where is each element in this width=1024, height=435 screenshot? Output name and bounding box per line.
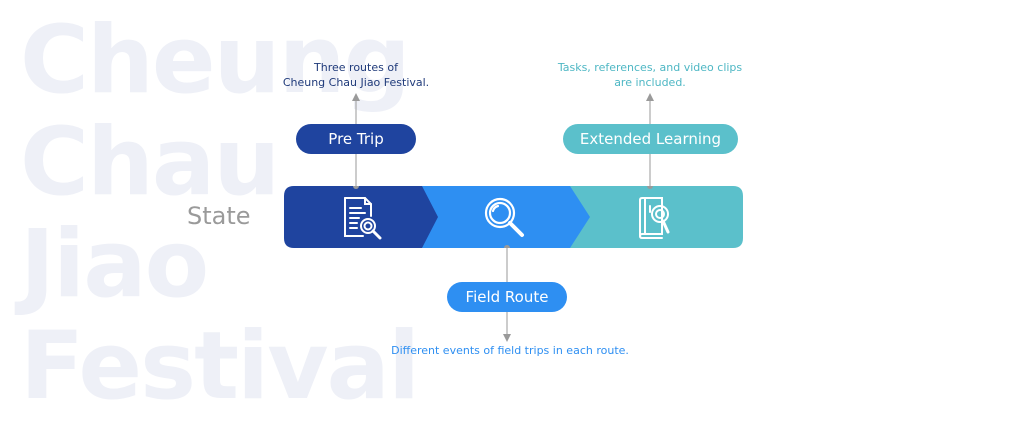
extended-learning-label: Extended Learning [563, 124, 738, 154]
note-line: Tasks, references, and video clips [557, 61, 743, 74]
process-bar [284, 186, 743, 248]
note-line: Different events of field trips in each … [391, 344, 629, 357]
field-dot [504, 245, 510, 248]
watermark-line: Cheung [20, 6, 411, 115]
document-search-icon [337, 194, 385, 246]
extended-dot [647, 186, 653, 189]
bar-segment-field [420, 186, 590, 248]
note-line: are included. [614, 76, 686, 89]
field-route-note: Different events of field trips in each … [360, 343, 660, 358]
field-route-label: Field Route [447, 282, 567, 312]
pre-trip-label: Pre Trip [296, 124, 416, 154]
magnifier-icon [481, 194, 527, 244]
watermark-title: Cheung Chau Jiao Festival [20, 6, 420, 421]
pre-trip-dot [353, 186, 359, 189]
watermark-line: Jiao [20, 210, 209, 319]
book-search-icon [632, 194, 678, 246]
state-label: State [187, 202, 251, 230]
note-line: Three routes of [314, 61, 398, 74]
bar-segment-pre [284, 186, 438, 248]
extended-learning-note: Tasks, references, and video clips are i… [540, 60, 760, 90]
watermark-line: Chau [20, 108, 280, 217]
watermark-line: Festival [20, 312, 420, 421]
note-line: Cheung Chau Jiao Festival. [282, 76, 430, 89]
pre-trip-note: Three routes of Cheung Chau Jiao Festiva… [276, 60, 436, 90]
